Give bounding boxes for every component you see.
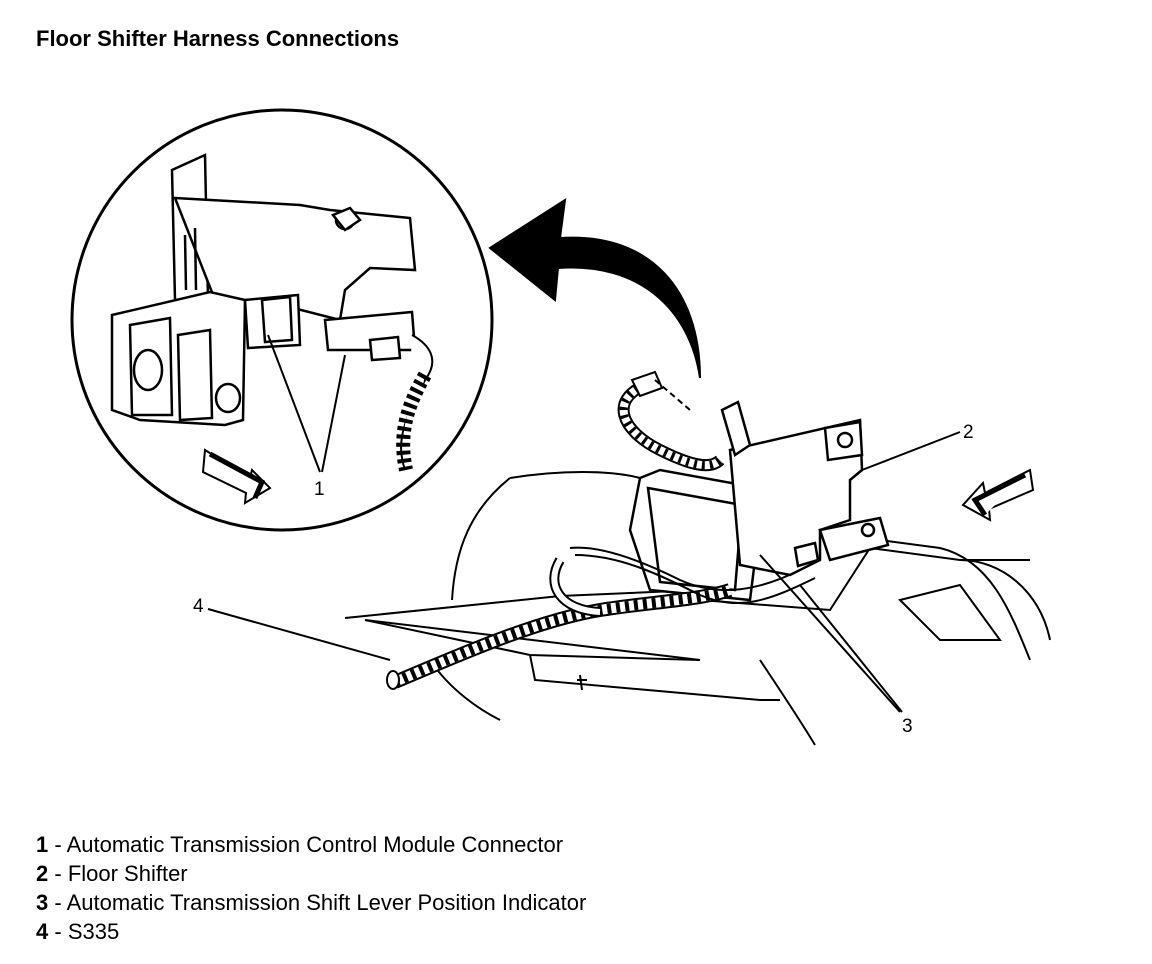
top-connector <box>630 370 691 411</box>
callout-1-leaders <box>267 334 346 473</box>
callout-1: 1 <box>314 479 325 500</box>
callout-2: 2 <box>963 422 974 443</box>
legend-text: Automatic Transmission Shift Lever Posit… <box>66 890 587 915</box>
legend-item: 2 - Floor Shifter <box>36 859 586 888</box>
legend-text: S335 <box>67 919 120 944</box>
view-direction-arrow-icon <box>961 468 1035 522</box>
legend-number: 1 <box>36 832 49 857</box>
legend: 1 - Automatic Transmission Control Modul… <box>36 830 586 946</box>
floor-shifter <box>628 400 890 602</box>
legend-separator: - <box>48 832 67 857</box>
legend-number: 3 <box>36 890 49 915</box>
inset-view-arrow-icon <box>201 448 272 505</box>
wire-harness <box>392 379 816 689</box>
inset-circle <box>70 108 494 532</box>
harness-end <box>386 670 400 690</box>
diagram-title: Floor Shifter Harness Connections <box>36 26 400 51</box>
legend-number: 4 <box>36 919 49 944</box>
legend-text: Automatic Transmission Control Module Co… <box>66 832 564 857</box>
callout-4: 4 <box>193 596 204 617</box>
inset-bracket <box>110 153 434 472</box>
legend-separator: - <box>48 861 68 886</box>
detail-inset <box>70 108 494 532</box>
callout-3: 3 <box>902 716 913 737</box>
legend-number: 2 <box>36 861 49 886</box>
legend-item: 3 - Automatic Transmission Shift Lever P… <box>36 888 586 917</box>
legend-separator: - <box>48 919 68 944</box>
legend-separator: - <box>48 890 67 915</box>
legend-text: Floor Shifter <box>67 861 188 886</box>
legend-item: 4 - S335 <box>36 917 586 946</box>
legend-item: 1 - Automatic Transmission Control Modul… <box>36 830 586 859</box>
callout-leaders <box>207 431 961 713</box>
curved-arrow-icon <box>488 197 701 379</box>
